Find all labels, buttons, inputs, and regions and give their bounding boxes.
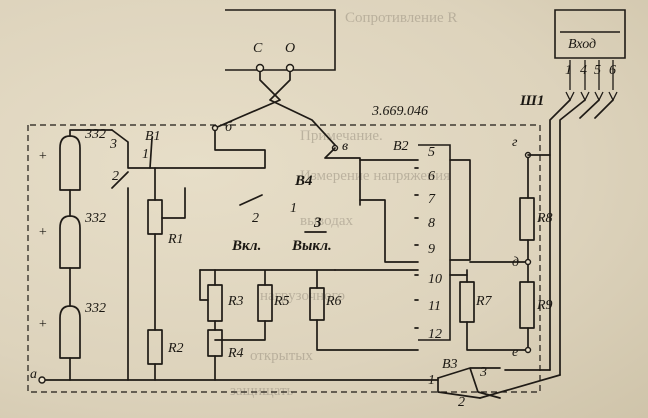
point-b: б	[225, 120, 233, 135]
connector-label: Ш1	[519, 93, 544, 109]
switch-b3: В3 1 3 2	[428, 357, 501, 410]
point-g: г	[512, 135, 518, 150]
switch-b1-label: В1	[145, 129, 161, 144]
resistor-r3	[207, 284, 223, 322]
resistor-r7	[459, 281, 475, 323]
resistor-r2	[147, 329, 163, 365]
svg-text:выводах: выводах	[300, 213, 353, 229]
b1-wire-2: 2	[112, 169, 119, 184]
battery-3-plus: +	[38, 317, 47, 332]
resistor-r5-label: R5	[273, 294, 290, 309]
point-a-node	[38, 376, 46, 384]
resistor-r9	[519, 281, 535, 329]
resistor-r2-label: R2	[167, 341, 184, 356]
switch-b3-label: В3	[442, 357, 458, 372]
resistor-r8	[519, 197, 535, 241]
resistor-r1-label: R1	[167, 232, 184, 247]
resistor-r4	[207, 329, 223, 357]
resistor-r9-label: R9	[536, 298, 553, 313]
b4-on-label: Вкл.	[231, 238, 261, 254]
meter-terminal-c-node	[255, 63, 265, 73]
point-e-node	[524, 346, 532, 354]
connector-pin-1: 1	[565, 63, 572, 78]
point-a: а	[30, 367, 37, 382]
b4-common-num: 1	[290, 201, 297, 216]
battery-2-plus: +	[38, 225, 47, 240]
resistors: R1 R2 R3 R4 R5 R6 R7 R8 R9	[147, 154, 553, 381]
meter-terminal-o: О	[285, 41, 295, 56]
switch-b2-label: В2	[393, 139, 409, 154]
background-text: Сопротивление R Примечание. Измерение на…	[230, 10, 457, 399]
b2-contact-10: 10	[428, 272, 442, 287]
battery-3-label: 332	[84, 301, 106, 316]
b2-contact-7: 7	[428, 192, 436, 207]
point-b-node	[211, 124, 219, 132]
switch-b4-label: В4	[294, 173, 313, 189]
switch-b2: В2 5 6 7 8 9 10 11 12	[334, 139, 471, 342]
svg-text:открытых: открытых	[250, 348, 313, 364]
point-v: в	[342, 139, 348, 154]
b4-off-label: Выкл.	[291, 238, 332, 254]
svg-text:защищать: защищать	[230, 383, 294, 399]
connector-title: Вход	[568, 37, 596, 52]
resistor-r6-label: R6	[325, 294, 342, 309]
b2-contact-8: 8	[428, 216, 435, 231]
point-e: е	[512, 345, 518, 360]
b3-wire-2: 2	[458, 395, 465, 410]
battery-1-plus: +	[38, 149, 47, 164]
point-d-node	[524, 258, 532, 266]
resistor-r3-label: R3	[227, 294, 244, 309]
resistor-r4-label: R4	[227, 346, 244, 361]
switch-b1: 3 В1 1 2	[109, 127, 266, 381]
connector-block: Вход 1 4 5 6 Ш1	[479, 9, 626, 399]
connector-pin-5: 5	[594, 63, 601, 78]
meter-block: С О	[214, 9, 336, 146]
b4-off-num: 3	[313, 215, 322, 231]
svg-text:Измерение напряжения: Измерение напряжения	[300, 168, 450, 184]
b4-on-num: 2	[252, 211, 259, 226]
svg-text:Примечание.: Примечание.	[300, 128, 383, 144]
resistor-r8-label: R8	[536, 211, 553, 226]
b1-wire-1: 1	[142, 147, 149, 162]
b2-contact-5: 5	[428, 145, 435, 160]
b2-contact-12: 12	[428, 327, 442, 342]
svg-text:Сопротивление R: Сопротивление R	[345, 10, 457, 26]
b1-wire-3: 3	[109, 137, 117, 152]
drawing-number: 3.669.046	[371, 104, 428, 119]
resistor-r1	[147, 199, 163, 235]
battery-1-label: 332	[84, 127, 106, 142]
b3-wire-3: 3	[479, 365, 487, 380]
resistor-r7-label: R7	[475, 294, 493, 309]
point-d: д	[512, 255, 519, 270]
battery-stack: + + + 332 332 332	[38, 127, 113, 381]
battery-2-label: 332	[84, 211, 106, 226]
switch-b4: в В4 1 2 Вкл. 3 Выкл.	[231, 139, 361, 254]
b2-contact-6: 6	[428, 169, 435, 184]
connector-pin-4: 4	[580, 63, 587, 78]
b2-contact-11: 11	[428, 299, 441, 314]
meter-terminal-c: С	[253, 41, 263, 56]
meter-terminal-o-node	[285, 63, 295, 73]
b2-contact-9: 9	[428, 242, 435, 257]
